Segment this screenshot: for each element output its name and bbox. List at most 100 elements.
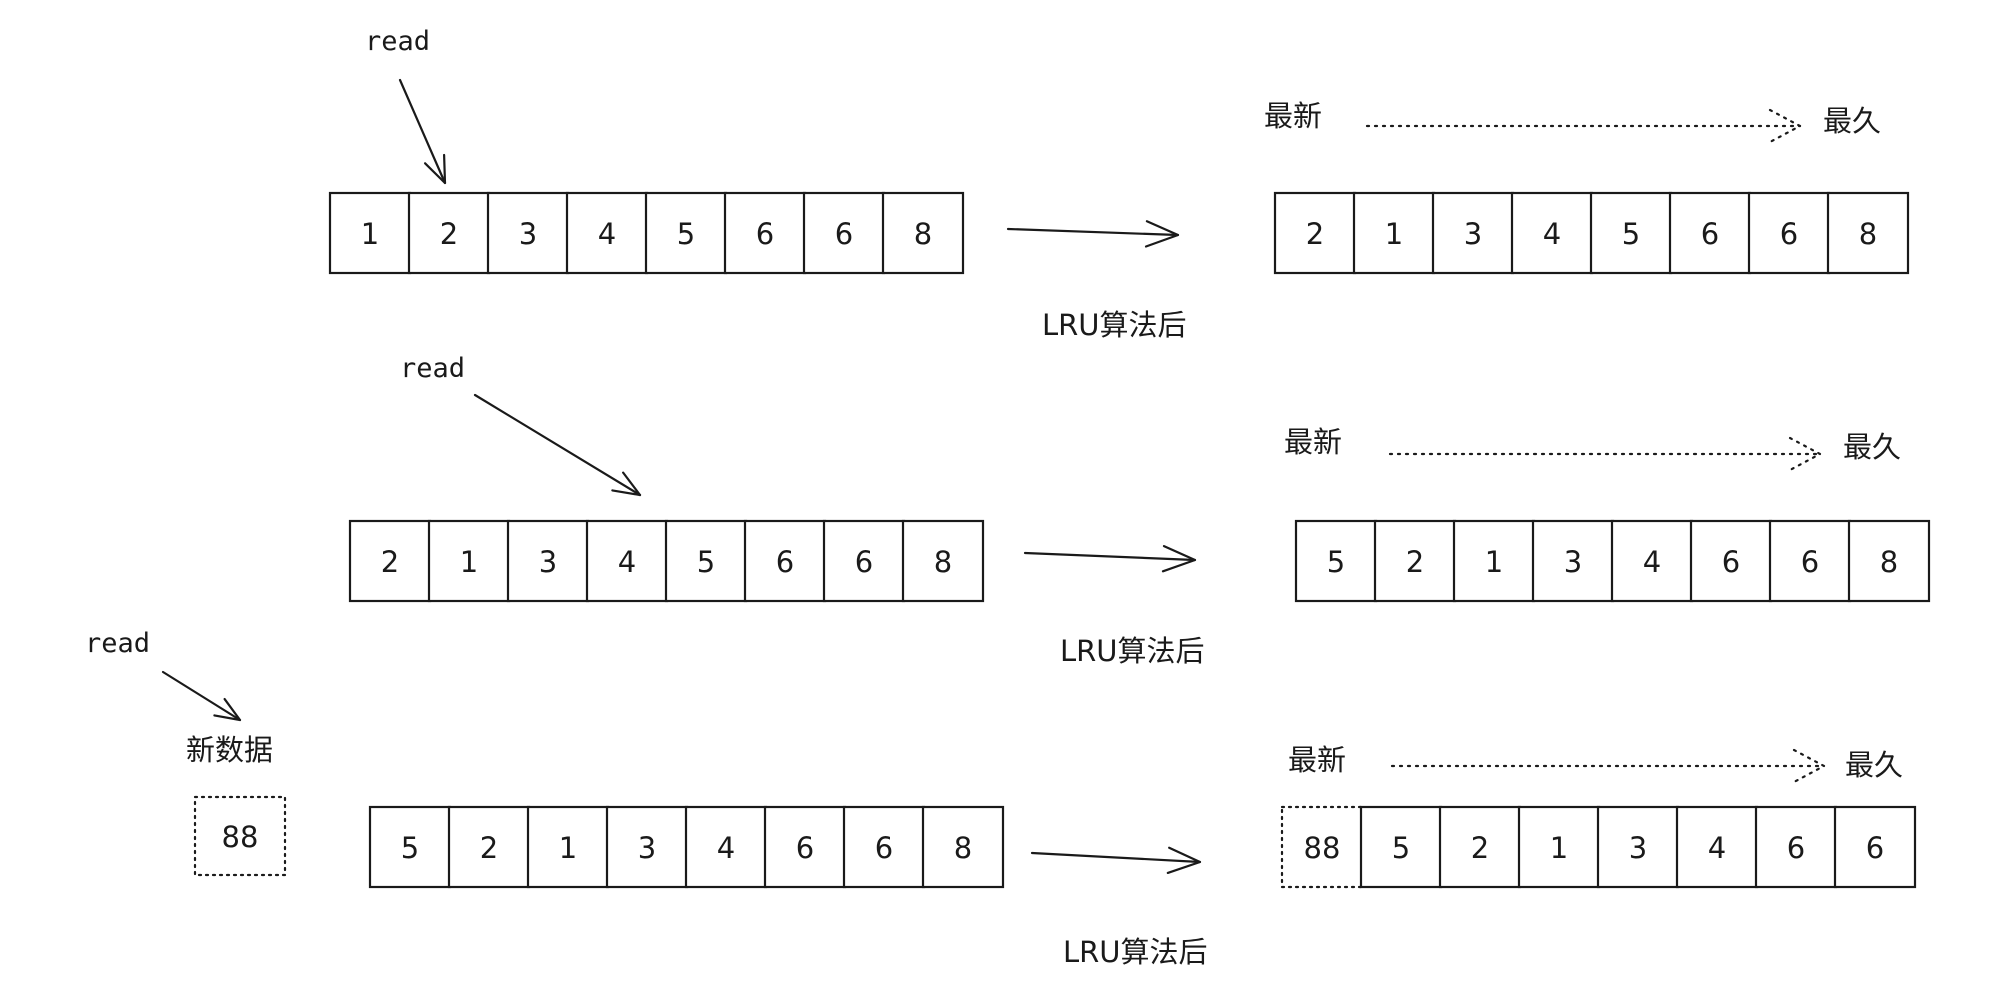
before-cell: 6 (723, 191, 807, 275)
after-cell: 2 (1273, 191, 1357, 275)
before-cell-value: 6 (835, 217, 853, 251)
before-cell: 4 (684, 805, 768, 889)
after-cell-box (1517, 805, 1601, 889)
after-cell-box (1768, 519, 1852, 603)
after-cell-box (1610, 519, 1694, 603)
after-cell: 6 (1668, 191, 1752, 275)
after-cell-box (1294, 519, 1378, 603)
oldest-label: 最久 (1845, 748, 1903, 782)
before-cell-box (763, 805, 847, 889)
after-cell-box (1589, 191, 1673, 275)
new-data-cell-value: 88 (222, 820, 259, 854)
before-cell: 4 (585, 519, 669, 603)
before-cell-box (585, 519, 669, 603)
before-cell-value: 3 (519, 217, 537, 251)
after-cell-value: 6 (1801, 545, 1819, 579)
after-cell: 8 (1826, 191, 1910, 275)
after-cell-value: 1 (1385, 217, 1403, 251)
before-cell-box (486, 191, 570, 275)
before-cell-value: 1 (361, 217, 379, 251)
before-cell-box (723, 191, 807, 275)
after-cell: 6 (1754, 805, 1838, 889)
before-cell: 5 (644, 191, 728, 275)
before-cell-value: 6 (855, 545, 873, 579)
read-label: read (400, 353, 465, 384)
after-cell-value: 1 (1550, 831, 1568, 865)
after-cell: 3 (1531, 519, 1615, 603)
after-cell: 8 (1847, 519, 1931, 603)
after-cell-value: 3 (1464, 217, 1482, 251)
after-cell: 1 (1517, 805, 1601, 889)
before-cell-value: 5 (401, 831, 419, 865)
before-cell: 1 (427, 519, 511, 603)
after-cell-box (1531, 519, 1615, 603)
newest-label: 最新 (1284, 425, 1342, 459)
before-cell: 3 (605, 805, 689, 889)
before-cell-box (328, 191, 412, 275)
after-lru-label: LRU算法后 (1063, 935, 1208, 969)
after-cell-box (1510, 191, 1594, 275)
before-cell: 1 (526, 805, 610, 889)
after-cell: 3 (1596, 805, 1680, 889)
after-cell: 4 (1610, 519, 1694, 603)
newest-label: 最新 (1264, 99, 1322, 133)
after-cell-value: 4 (1643, 545, 1661, 579)
after-lru-label: LRU算法后 (1042, 308, 1187, 342)
before-cell-box (348, 519, 432, 603)
before-cell-value: 2 (440, 217, 458, 251)
before-cell-box (407, 191, 491, 275)
before-cell: 6 (763, 805, 847, 889)
before-cell-box (684, 805, 768, 889)
after-cell-box (1847, 519, 1931, 603)
after-cell-value: 5 (1622, 217, 1640, 251)
before-cell: 6 (743, 519, 827, 603)
after-cell-value: 1 (1485, 545, 1503, 579)
after-cell-value: 6 (1722, 545, 1740, 579)
before-cell-box (506, 519, 590, 603)
before-cell: 8 (921, 805, 1005, 889)
before-cell-value: 8 (914, 217, 932, 251)
after-cell-value: 2 (1471, 831, 1489, 865)
after-cell-box (1675, 805, 1759, 889)
after-cell-box (1668, 191, 1752, 275)
before-cell-value: 2 (480, 831, 498, 865)
before-cell: 3 (506, 519, 590, 603)
after-cell: 2 (1373, 519, 1457, 603)
after-cell-value: 5 (1392, 831, 1410, 865)
after-cell: 6 (1833, 805, 1917, 889)
after-cell-box (1352, 191, 1436, 275)
after-cell-box (1754, 805, 1838, 889)
after-cell-value: 6 (1866, 831, 1884, 865)
after-cell-value: 6 (1787, 831, 1805, 865)
new-data-cell: 88 (193, 795, 287, 877)
after-cell-value: 2 (1306, 217, 1324, 251)
after-cell: 5 (1294, 519, 1378, 603)
before-cell-box (427, 519, 511, 603)
before-cell: 8 (901, 519, 985, 603)
after-cell-box (1273, 191, 1357, 275)
after-cell-value: 4 (1708, 831, 1726, 865)
after-cell: 5 (1589, 191, 1673, 275)
before-cell: 4 (565, 191, 649, 275)
after-cell-value: 8 (1880, 545, 1898, 579)
after-cell: 88 (1280, 805, 1364, 889)
after-cell: 1 (1452, 519, 1536, 603)
before-cell-box (644, 191, 728, 275)
after-cell-box (1833, 805, 1917, 889)
after-lru-label: LRU算法后 (1060, 634, 1205, 668)
after-cell-value: 3 (1564, 545, 1582, 579)
oldest-label: 最久 (1843, 430, 1901, 464)
before-cell-value: 6 (756, 217, 774, 251)
new-data-label: 新数据 (186, 733, 273, 767)
after-cell-value: 8 (1859, 217, 1877, 251)
before-cell-box (822, 519, 906, 603)
after-cell-value: 6 (1701, 217, 1719, 251)
before-cell: 3 (486, 191, 570, 275)
transform-arrow (1030, 846, 1202, 875)
after-cell: 6 (1747, 191, 1831, 275)
order-arrow (1390, 748, 1827, 784)
